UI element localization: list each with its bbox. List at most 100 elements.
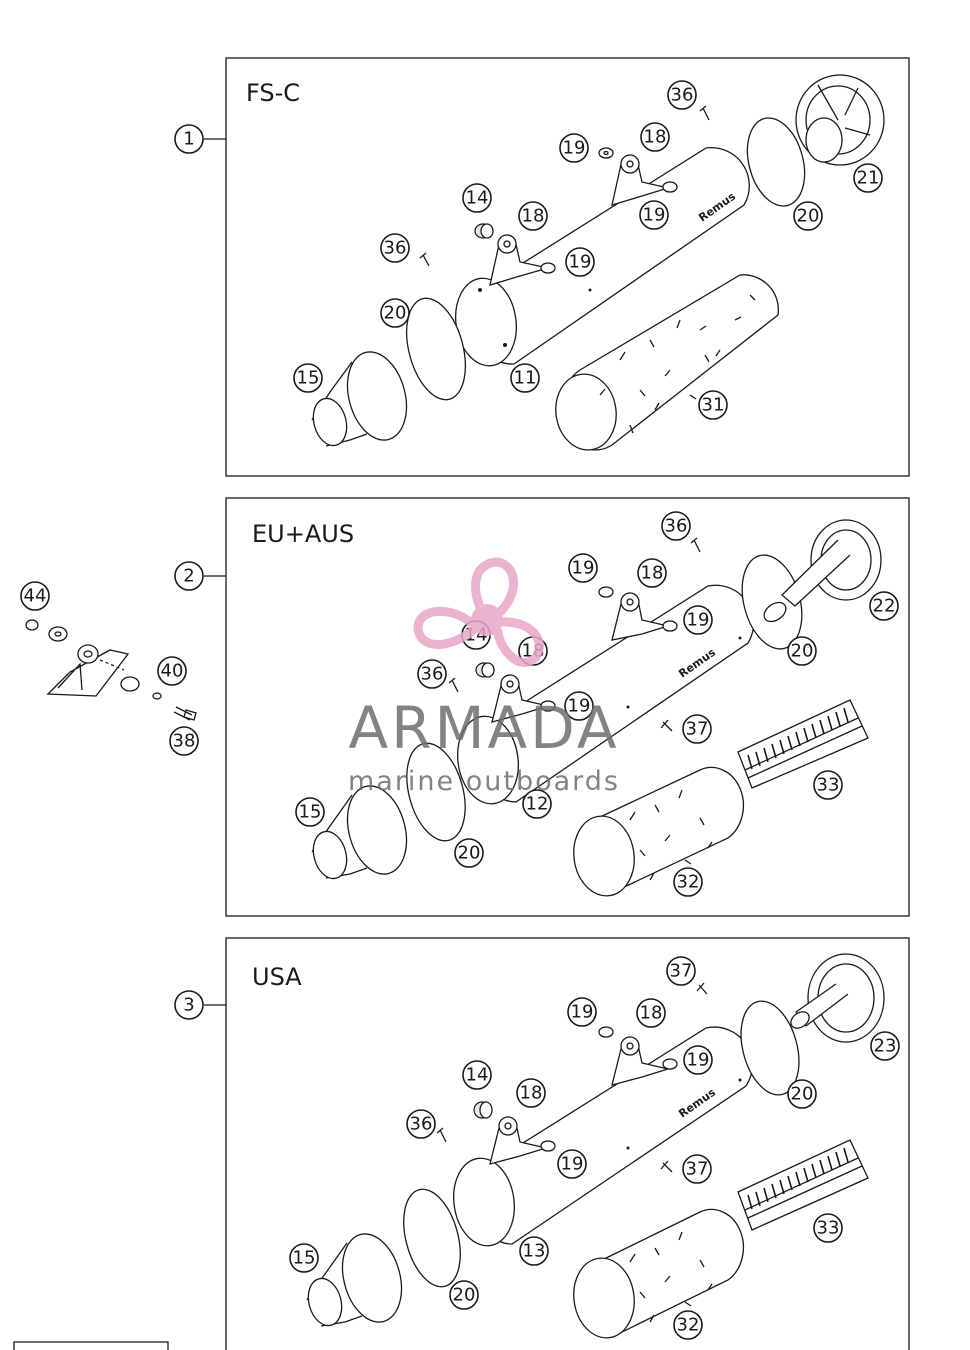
svg-text:14: 14 bbox=[466, 188, 489, 209]
panel-3-frame bbox=[225, 937, 910, 1350]
callout: 18 bbox=[636, 998, 666, 1028]
gasket bbox=[746, 117, 806, 207]
callout: 19 bbox=[564, 691, 594, 721]
panel-3-number: 3 bbox=[174, 990, 226, 1020]
panel-1-callouts: 36 19 18 21 14 18 19 20 36 19 20 15 11 3… bbox=[293, 80, 883, 420]
callout: 18 bbox=[516, 1078, 546, 1108]
svg-text:36: 36 bbox=[421, 664, 444, 685]
end-cap bbox=[790, 953, 885, 1043]
callout: 40 bbox=[157, 656, 187, 686]
callout: 37 bbox=[666, 956, 696, 986]
panel-1-title: FS-C bbox=[246, 79, 300, 107]
svg-text:18: 18 bbox=[640, 1003, 663, 1024]
svg-text:18: 18 bbox=[522, 206, 545, 227]
gasket bbox=[406, 742, 466, 842]
insulation-sleeve bbox=[573, 766, 745, 897]
callout: 11 bbox=[510, 363, 540, 393]
svg-text:20: 20 bbox=[384, 303, 407, 324]
callout: 32 bbox=[673, 1310, 703, 1340]
callout: 31 bbox=[698, 390, 728, 420]
svg-text:19: 19 bbox=[569, 252, 592, 273]
panel-2-frame bbox=[225, 497, 910, 917]
svg-text:36: 36 bbox=[410, 1114, 433, 1135]
svg-text:19: 19 bbox=[687, 1050, 710, 1071]
side-detail-mount: 44 40 38 bbox=[20, 581, 199, 756]
muffler-body: Remus bbox=[453, 1026, 753, 1247]
callout: 18 bbox=[640, 122, 670, 152]
svg-text:36: 36 bbox=[665, 516, 688, 537]
panel-3-parts: Remus bbox=[306, 953, 885, 1339]
inlet-cone bbox=[311, 785, 408, 880]
svg-text:37: 37 bbox=[686, 719, 709, 740]
panel-2-parts: Remus bbox=[311, 519, 882, 897]
callout: 20 bbox=[787, 1079, 817, 1109]
propeller-logo-icon bbox=[413, 557, 544, 667]
screw bbox=[448, 677, 459, 693]
insulation-sleeve bbox=[555, 274, 780, 451]
svg-text:38: 38 bbox=[173, 731, 196, 752]
svg-text:2: 2 bbox=[183, 566, 194, 587]
svg-text:15: 15 bbox=[299, 802, 322, 823]
panel-2-number: 2 bbox=[174, 561, 226, 591]
corner-frame bbox=[13, 1341, 169, 1350]
callout: 36 bbox=[667, 80, 697, 110]
callout: 19 bbox=[568, 553, 598, 583]
callout: 44 bbox=[20, 581, 50, 611]
svg-text:19: 19 bbox=[687, 610, 710, 631]
callout: 32 bbox=[673, 867, 703, 897]
callout: 13 bbox=[519, 1236, 549, 1266]
svg-text:14: 14 bbox=[466, 1065, 489, 1086]
panel-3-title: USA bbox=[252, 963, 302, 991]
watermark-tagline: marine outboards bbox=[348, 766, 620, 797]
svg-text:19: 19 bbox=[561, 1154, 584, 1175]
callout: 19 bbox=[683, 605, 713, 635]
callout: 36 bbox=[661, 511, 691, 541]
svg-text:1: 1 bbox=[183, 129, 194, 150]
callout: 22 bbox=[869, 591, 899, 621]
screw bbox=[436, 1127, 447, 1143]
svg-text:32: 32 bbox=[677, 1315, 700, 1336]
svg-text:33: 33 bbox=[817, 775, 840, 796]
callout: 37 bbox=[682, 714, 712, 744]
callout: 18 bbox=[518, 201, 548, 231]
gasket bbox=[403, 1188, 461, 1288]
svg-text:20: 20 bbox=[791, 641, 814, 662]
panel-1-number: 1 bbox=[174, 124, 226, 154]
svg-text:44: 44 bbox=[24, 586, 47, 607]
inlet-cone bbox=[311, 351, 408, 447]
svg-text:3: 3 bbox=[183, 995, 194, 1016]
svg-text:32: 32 bbox=[677, 872, 700, 893]
callout: 37 bbox=[682, 1154, 712, 1184]
svg-text:15: 15 bbox=[293, 1248, 316, 1269]
svg-text:13: 13 bbox=[523, 1241, 546, 1262]
screw bbox=[660, 719, 673, 732]
svg-text:33: 33 bbox=[817, 1218, 840, 1239]
screw bbox=[419, 252, 430, 267]
callout: 20 bbox=[793, 201, 823, 231]
callout: 38 bbox=[169, 726, 199, 756]
callout: 19 bbox=[567, 997, 597, 1027]
svg-text:22: 22 bbox=[873, 596, 896, 617]
svg-text:37: 37 bbox=[686, 1159, 709, 1180]
svg-text:18: 18 bbox=[520, 1083, 543, 1104]
svg-text:21: 21 bbox=[857, 168, 880, 189]
panel-3-callouts: 37 19 18 23 19 20 14 18 36 19 37 33 15 1… bbox=[289, 956, 900, 1340]
callout: 12 bbox=[522, 789, 552, 819]
callout: 20 bbox=[380, 298, 410, 328]
callout: 15 bbox=[295, 797, 325, 827]
svg-text:37: 37 bbox=[670, 961, 693, 982]
svg-text:19: 19 bbox=[563, 138, 586, 159]
callout: 20 bbox=[449, 1280, 479, 1310]
svg-text:36: 36 bbox=[671, 85, 694, 106]
svg-text:19: 19 bbox=[572, 558, 595, 579]
svg-text:20: 20 bbox=[797, 206, 820, 227]
gasket bbox=[740, 1000, 800, 1096]
callout: 15 bbox=[293, 363, 323, 393]
watermark: ARMADA marine outboards bbox=[348, 557, 620, 797]
svg-text:18: 18 bbox=[641, 563, 664, 584]
gasket bbox=[406, 297, 466, 401]
callout: 23 bbox=[870, 1031, 900, 1061]
svg-text:19: 19 bbox=[571, 1002, 594, 1023]
callout: 36 bbox=[380, 233, 410, 263]
